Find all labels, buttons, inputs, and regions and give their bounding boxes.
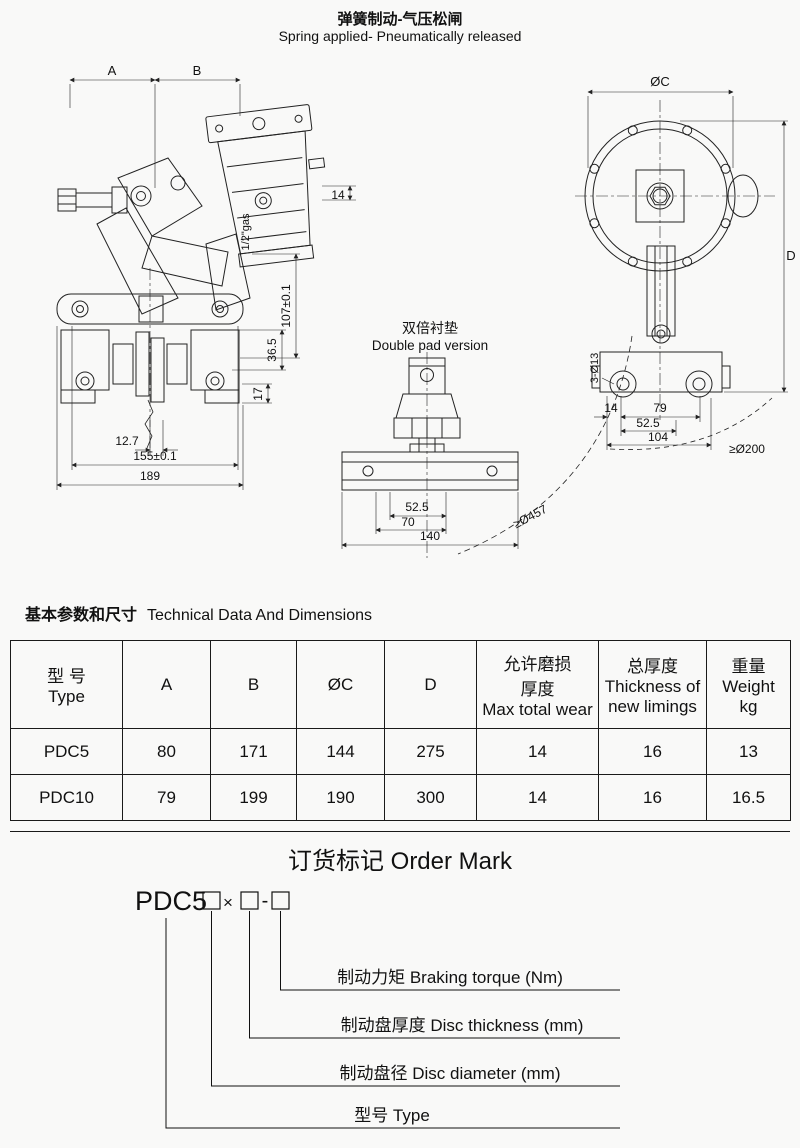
- dim-oc-label: ØC: [650, 74, 670, 89]
- dim-79-label: 79: [653, 401, 667, 415]
- col-header-oc: ØC: [296, 640, 385, 729]
- order-callout-labels: 制动力矩 Braking torque (Nm) 制动盘厚度 Disc thic…: [337, 968, 583, 1125]
- callout-line-type: [165, 918, 620, 1129]
- dim-r14-label: 14: [604, 401, 618, 415]
- dim-a-label: A: [108, 63, 117, 78]
- cell-a: 79: [122, 774, 211, 821]
- dim-70-label: 70: [401, 515, 415, 529]
- table-row-pdc5: PDC5 80 171 144 275 14 16 13: [10, 728, 791, 775]
- right-view-dimension-labels: ØC D 3-Ø13 14 79 52.5 104 ≥Ø200: [589, 74, 796, 456]
- col-header-a: A: [122, 640, 211, 729]
- cell-type: PDC5: [10, 728, 123, 775]
- cell-oc: 144: [296, 728, 385, 775]
- order-code-dash: -: [262, 890, 269, 912]
- order-code-box-3: [271, 891, 290, 910]
- col-header-max-wear: 允许磨损 厚度 Max total wear: [476, 640, 599, 729]
- spec-table-header-row: 型 号 Type A B ØC D 允许磨损 厚度 Max total wear…: [10, 640, 791, 729]
- section-divider: [10, 831, 790, 832]
- dim-189-label: 189: [140, 469, 160, 483]
- callout-line-disc-diameter: [211, 911, 620, 1087]
- dim-d-label: D: [786, 248, 795, 263]
- cell-max-wear: 14: [476, 728, 599, 775]
- left-view-drawing: [56, 104, 326, 452]
- technical-drawings: A B 14 1/2"gas 107±0.1 36.5 17 12.7 155±…: [56, 63, 796, 558]
- spec-table: 型 号 Type A B ØC D 允许磨损 厚度 Max total wear…: [10, 640, 791, 821]
- dim-104-label: 104: [648, 430, 668, 444]
- double-pad-dimension-lines: [341, 492, 519, 549]
- cell-max-wear: 14: [476, 774, 599, 821]
- callout-type: 型号 Type: [354, 1106, 430, 1125]
- cell-weight: 13: [706, 728, 791, 775]
- col-header-b: B: [210, 640, 297, 729]
- dim-dp525-label: 52.5: [405, 500, 429, 514]
- cell-a: 80: [122, 728, 211, 775]
- dim-r525-label: 52.5: [636, 416, 660, 430]
- dim-155-label: 155±0.1: [133, 449, 177, 463]
- dim-min200-label: ≥Ø200: [729, 442, 765, 456]
- page-title-en: Spring applied- Pneumatically released: [278, 28, 522, 44]
- double-pad-title-en: Double pad version: [371, 338, 489, 353]
- double-pad-title-zh: 双倍衬垫: [402, 320, 458, 336]
- right-view-drawing: [457, 100, 775, 555]
- left-view-dimension-labels: A B 14 1/2"gas 107±0.1 36.5 17 12.7 155±…: [108, 63, 345, 483]
- cell-type: PDC10: [10, 774, 123, 821]
- table-row-pdc10: PDC10 79 199 190 300 14 16 16.5: [10, 774, 791, 821]
- dim-107-label: 107±0.1: [279, 284, 293, 328]
- cell-d: 275: [384, 728, 477, 775]
- callout-line-braking-torque: [280, 911, 620, 991]
- dim-127-label: 12.7: [115, 434, 139, 448]
- double-pad-dimension-labels: 52.5 70 140 ≥Ø457: [401, 500, 549, 543]
- order-callout-lines: [165, 911, 620, 1129]
- cell-thickness: 16: [598, 728, 707, 775]
- double-pad-drawing: [341, 352, 519, 558]
- col-header-weight: 重量 Weight kg: [706, 640, 791, 729]
- callout-line-disc-thickness: [249, 911, 620, 1039]
- callout-disc-thickness: 制动盘厚度 Disc thickness (mm): [341, 1016, 584, 1035]
- order-code-times: ×: [223, 893, 233, 912]
- left-view-dimension-lines: [56, 77, 356, 490]
- dim-gas-label: 1/2"gas: [240, 213, 252, 250]
- dim-min457-label: ≥Ø457: [511, 502, 550, 531]
- callout-disc-diameter: 制动盘径 Disc diameter (mm): [339, 1064, 560, 1083]
- dim-b-label: B: [193, 63, 202, 78]
- order-code-prefix: PDC5: [135, 886, 207, 916]
- order-code-box-1: [202, 891, 221, 910]
- page-title-zh: 弹簧制动-气压松闸: [337, 11, 463, 28]
- cell-weight: 16.5: [706, 774, 791, 821]
- dim-3o13-label: 3-Ø13: [589, 353, 601, 384]
- section-heading: 基本参数和尺寸 Technical Data And Dimensions: [25, 601, 372, 625]
- cell-thickness: 16: [598, 774, 707, 821]
- col-header-type: 型 号 Type: [10, 640, 123, 729]
- order-code-box-2: [240, 891, 259, 910]
- order-mark-diagram: PDC5 × - 制动力矩 Braking torque (Nm) 制动盘厚度 …: [135, 886, 620, 1129]
- dim-17-label: 17: [251, 387, 265, 401]
- dim-140-label: 140: [420, 529, 440, 543]
- order-code: PDC5 × -: [135, 886, 290, 916]
- order-mark-heading: 订货标记 Order Mark: [287, 848, 512, 875]
- cell-d: 300: [384, 774, 477, 821]
- cell-b: 171: [210, 728, 297, 775]
- cell-oc: 190: [296, 774, 385, 821]
- right-view-dimension-lines: [587, 89, 788, 450]
- dim-36-label: 36.5: [265, 338, 279, 362]
- cell-b: 199: [210, 774, 297, 821]
- callout-braking-torque: 制动力矩 Braking torque (Nm): [337, 968, 563, 987]
- section-heading-en: Technical Data And Dimensions: [147, 607, 373, 624]
- dim-14-label: 14: [331, 188, 345, 202]
- col-header-d: D: [384, 640, 477, 729]
- section-heading-zh: 基本参数和尺寸: [25, 607, 138, 624]
- col-header-thickness: 总厚度 Thickness of new limings: [598, 640, 707, 729]
